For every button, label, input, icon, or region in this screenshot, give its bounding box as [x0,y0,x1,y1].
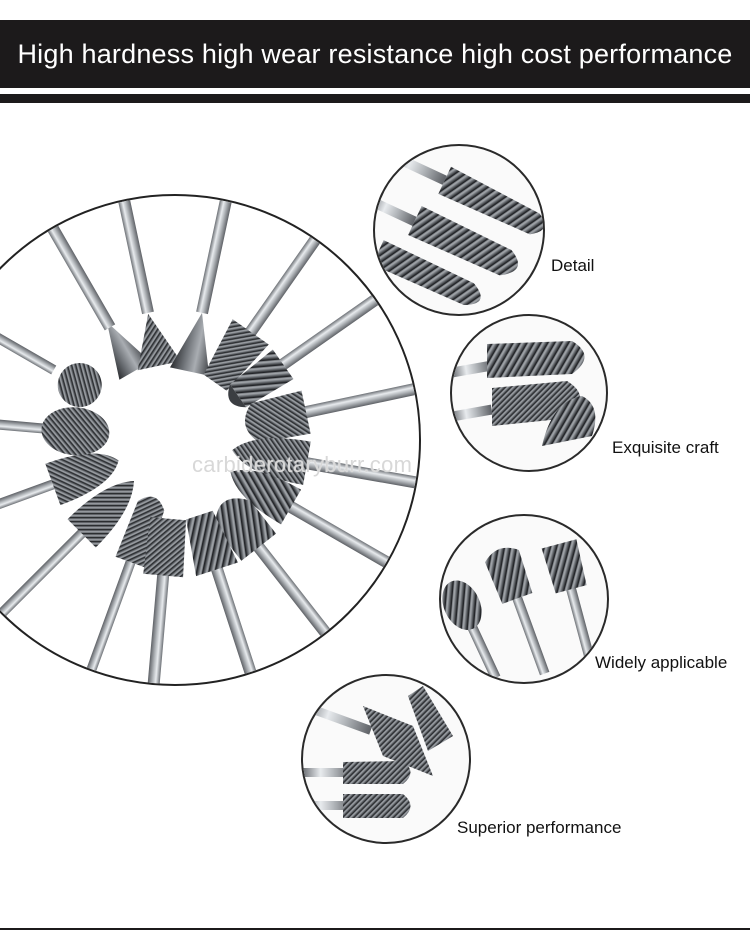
burr-tool [215,498,343,652]
burr-closeup-image [303,686,453,818]
burr-tool [143,517,187,684]
burr-tool [115,196,181,371]
burr-tool [244,379,419,443]
widely-applicable-thumbnail [439,514,609,684]
detail-thumbnail [373,144,545,316]
burr-tool [203,223,330,391]
burr-tool [169,196,235,376]
burr-tool [81,496,165,684]
burr-tool [0,453,119,534]
exquisite-craft-thumbnail [450,314,608,472]
watermark-text: carbiderotaryburr.com [192,452,413,477]
burr-tool [230,469,405,577]
burr-closeup-image [452,341,596,446]
header-banner: High hardness high wear resistance high … [0,20,750,88]
burr-closeup-image [442,539,599,680]
feature-label-detail: Detail [551,256,595,275]
header-divider [0,94,750,103]
burr-tool [186,510,263,684]
feature-label-superior-performance: Superior performance [457,818,622,837]
superior-performance-thumbnail [301,674,471,844]
burr-tool [228,284,394,408]
burr-tool [0,407,110,456]
feature-label-widely-applicable: Widely applicable [595,653,728,672]
banner-title: High hardness high wear resistance high … [17,39,733,69]
burr-tool [0,481,134,628]
burr-tool [232,438,419,492]
burr-closeup-image [375,150,543,306]
burr-tool [0,300,102,407]
footer-divider [0,928,750,930]
feature-label-exquisite-craft: Exquisite craft [612,438,719,457]
